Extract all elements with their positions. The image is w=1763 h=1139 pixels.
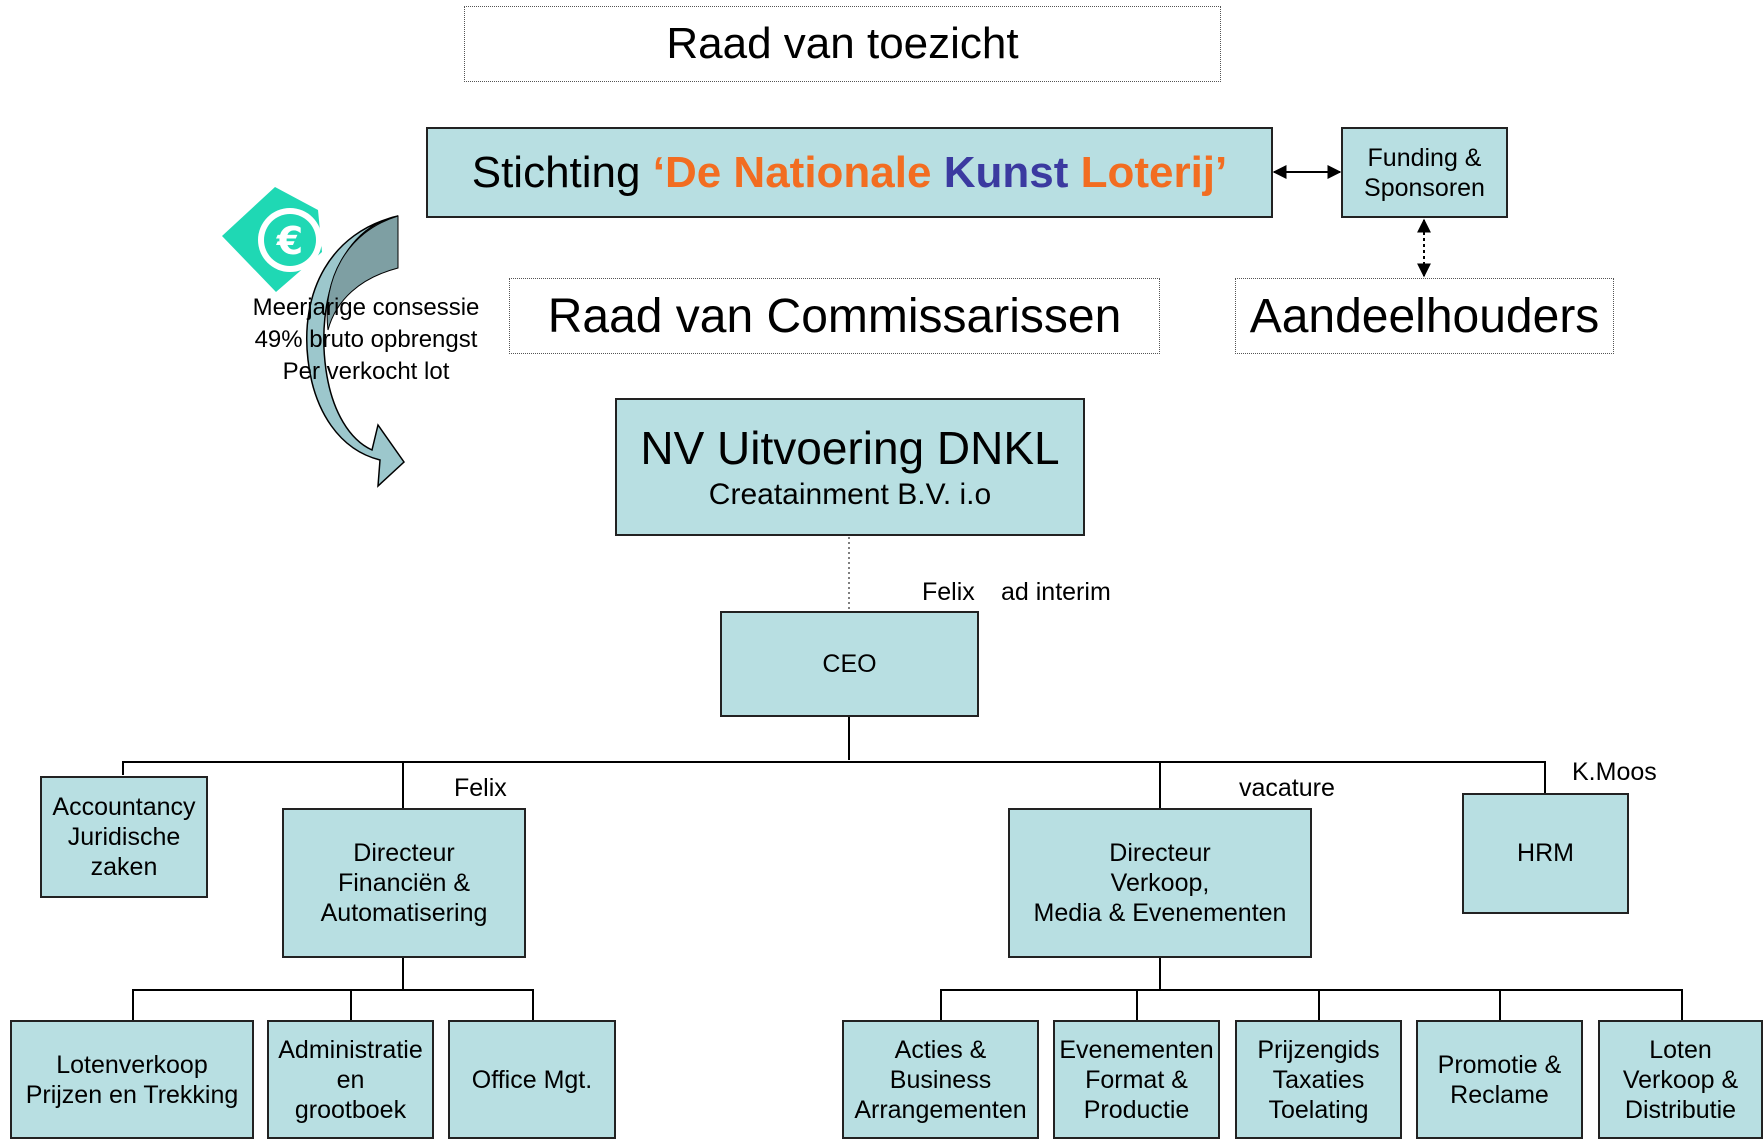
nv-title: NV Uitvoering DNKL bbox=[640, 422, 1060, 474]
accountancy-line-3: zaken bbox=[90, 853, 158, 881]
sales-director-line-3: Media & Evenementen bbox=[1033, 899, 1287, 927]
hrm-box: HRM bbox=[1462, 793, 1629, 914]
aandeelhouders-label: Aandeelhouders bbox=[1249, 289, 1600, 343]
unit-loten-verkoop-line-3: Distributie bbox=[1624, 1095, 1737, 1124]
unit-prijzengids-line-2: Taxaties bbox=[1272, 1065, 1365, 1094]
raad-van-toezicht-box: Raad van toezicht bbox=[464, 6, 1221, 82]
unit-promotie-line-2: Reclame bbox=[1450, 1080, 1549, 1109]
svg-text:€: € bbox=[276, 219, 303, 263]
sales-director-holder: vacature bbox=[1239, 774, 1335, 802]
unit-administratie-line-3: grootboek bbox=[294, 1095, 407, 1124]
hrm-label: HRM bbox=[1517, 839, 1574, 867]
curved-arrow-icon bbox=[306, 215, 405, 488]
unit-prijzengids-line-3: Toelating bbox=[1268, 1095, 1369, 1124]
unit-evenementen-box: Evenementen Format & Productie bbox=[1053, 1020, 1220, 1139]
unit-loten-verkoop-box: Loten Verkoop & Distributie bbox=[1598, 1020, 1763, 1139]
nv-uitvoering-box: NV Uitvoering DNKL Creatainment B.V. i.o bbox=[615, 398, 1085, 536]
unit-loten-verkoop-line-1: Loten bbox=[1649, 1035, 1712, 1064]
unit-acties-box: Acties & Business Arrangementen bbox=[842, 1020, 1039, 1139]
raad-van-toezicht-label: Raad van toezicht bbox=[666, 19, 1019, 68]
unit-prijzengids-box: Prijzengids Taxaties Toelating bbox=[1235, 1020, 1402, 1139]
sales-director-line-2: Verkoop, bbox=[1110, 869, 1210, 897]
unit-promotie-box: Promotie & Reclame bbox=[1416, 1020, 1583, 1139]
funding-line-1: Funding & bbox=[1367, 143, 1482, 172]
unit-prijzengids-line-1: Prijzengids bbox=[1257, 1035, 1380, 1064]
raad-van-commissarissen-label: Raad van Commissarissen bbox=[547, 289, 1122, 343]
finance-director-line-3: Automatisering bbox=[320, 899, 488, 927]
stichting-prefix: Stichting bbox=[471, 147, 653, 197]
unit-acties-line-2: Business bbox=[889, 1065, 992, 1094]
unit-office-mgt-line-1: Office Mgt. bbox=[471, 1065, 593, 1094]
ceo-holder: Felix bbox=[922, 578, 975, 606]
unit-lotenverkoop-line-1: Lotenverkoop bbox=[56, 1050, 208, 1079]
concession-line-1: Meerjarige consessie bbox=[252, 294, 480, 321]
stichting-name-part3: Loterij’ bbox=[1068, 147, 1228, 197]
unit-administratie-line-2: en bbox=[336, 1065, 365, 1094]
unit-administratie-box: Administratie en grootboek bbox=[267, 1020, 434, 1139]
stichting-box: Stichting ‘ De Nationale Kunst Loterij’ bbox=[426, 127, 1273, 218]
stichting-name-part1: De Nationale bbox=[664, 147, 944, 197]
unit-lotenverkoop-line-2: Prijzen en Trekking bbox=[25, 1080, 239, 1109]
unit-acties-line-3: Arrangementen bbox=[854, 1095, 1027, 1124]
euro-icon: € bbox=[222, 187, 322, 292]
concession-line-3: Per verkocht lot bbox=[282, 358, 450, 385]
finance-director-line-2: Financiën & bbox=[337, 869, 471, 897]
accountancy-line-2: Juridische bbox=[67, 823, 181, 851]
unit-office-mgt-box: Office Mgt. bbox=[448, 1020, 616, 1139]
ceo-box: CEO bbox=[720, 611, 979, 717]
unit-acties-line-1: Acties & bbox=[894, 1035, 987, 1064]
finance-director-line-1: Directeur bbox=[353, 839, 455, 867]
funding-line-2: Sponsoren bbox=[1364, 173, 1485, 202]
unit-loten-verkoop-line-2: Verkoop & bbox=[1622, 1065, 1739, 1094]
hrm-holder: K.Moos bbox=[1572, 758, 1657, 786]
sales-director-line-1: Directeur bbox=[1109, 839, 1211, 867]
stichting-quote-open: ‘ bbox=[652, 147, 665, 197]
concession-text: Meerjarige consessie 49% bruto opbrengst… bbox=[216, 292, 516, 388]
unit-evenementen-line-3: Productie bbox=[1083, 1095, 1190, 1124]
ceo-label: CEO bbox=[822, 649, 877, 678]
accountancy-line-1: Accountancy bbox=[52, 793, 196, 821]
unit-evenementen-line-2: Format & bbox=[1085, 1065, 1188, 1094]
funding-sponsoren-box: Funding & Sponsoren bbox=[1341, 127, 1508, 218]
unit-promotie-line-1: Promotie & bbox=[1437, 1050, 1562, 1079]
accountancy-box: Accountancy Juridische zaken bbox=[40, 776, 208, 898]
aandeelhouders-box: Aandeelhouders bbox=[1235, 278, 1614, 354]
ceo-note: ad interim bbox=[1001, 578, 1111, 606]
finance-director-holder: Felix bbox=[454, 774, 507, 802]
raad-van-commissarissen-box: Raad van Commissarissen bbox=[509, 278, 1160, 354]
nv-subtitle: Creatainment B.V. i.o bbox=[708, 478, 992, 511]
unit-evenementen-line-1: Evenementen bbox=[1059, 1035, 1214, 1064]
unit-lotenverkoop-box: Lotenverkoop Prijzen en Trekking bbox=[10, 1020, 254, 1139]
unit-administratie-line-1: Administratie bbox=[278, 1035, 423, 1064]
concession-line-2: 49% bruto opbrengst bbox=[254, 326, 478, 353]
sales-director-box: Directeur Verkoop, Media & Evenementen bbox=[1008, 808, 1312, 958]
finance-director-box: Directeur Financiën & Automatisering bbox=[282, 808, 526, 958]
stichting-name-part2: Kunst bbox=[943, 147, 1069, 197]
